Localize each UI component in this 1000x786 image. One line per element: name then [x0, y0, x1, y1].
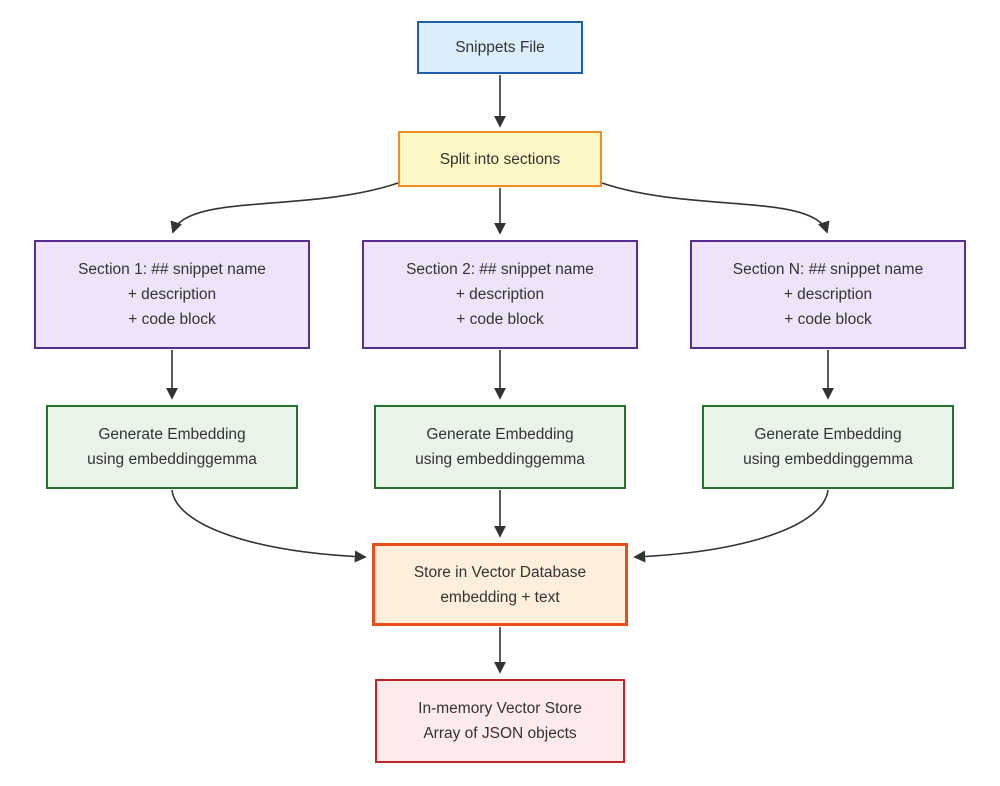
node-section-n-line-2: + description [783, 286, 873, 303]
edge-embed3-to-store [633, 489, 829, 563]
node-section-2: Section 2: ## snippet name + description… [362, 240, 638, 349]
node-memory-line-2: Array of JSON objects [423, 725, 577, 742]
node-section-1-line-3: + code block [128, 311, 216, 328]
node-embed-1-line-2: using embeddinggemma [87, 451, 257, 468]
node-embed-2-line-2: using embeddinggemma [415, 451, 585, 468]
node-generate-embedding-1: Generate Embedding using embeddinggemma [46, 405, 298, 489]
edge-embed1-to-store [171, 489, 367, 563]
node-section-2-line-2: + description [455, 286, 545, 303]
node-embed-2-line-1: Generate Embedding [426, 426, 574, 443]
edge-split-to-sectionN [601, 182, 830, 234]
node-embed-3-line-2: using embeddinggemma [743, 451, 913, 468]
node-store-line-1: Store in Vector Database [413, 563, 587, 581]
node-snippets-file-label: Snippets File [455, 39, 545, 56]
node-section-n-line-1: Section N: ## snippet name [732, 261, 924, 278]
node-section-2-line-3: + code block [456, 311, 544, 328]
node-split-into-sections: Split into sections [398, 131, 602, 187]
node-store-vector-database: Store in Vector Database embedding + tex… [372, 543, 628, 626]
node-generate-embedding-3: Generate Embedding using embeddinggemma [702, 405, 954, 489]
node-embed-3-line-1: Generate Embedding [754, 426, 902, 443]
edge-split-to-section1 [170, 182, 399, 234]
node-snippets-file: Snippets File [417, 21, 583, 74]
node-memory-line-1: In-memory Vector Store [418, 700, 582, 717]
node-section-n: Section N: ## snippet name + description… [690, 240, 966, 349]
node-section-n-line-3: + code block [784, 311, 872, 328]
node-section-1: Section 1: ## snippet name + description… [34, 240, 310, 349]
node-section-1-line-1: Section 1: ## snippet name [78, 261, 266, 278]
node-generate-embedding-2: Generate Embedding using embeddinggemma [374, 405, 626, 489]
node-section-1-line-2: + description [127, 286, 217, 303]
node-in-memory-vector-store: In-memory Vector Store Array of JSON obj… [375, 679, 625, 763]
node-split-label: Split into sections [439, 150, 561, 168]
node-embed-1-line-1: Generate Embedding [98, 426, 246, 443]
node-store-line-2: embedding + text [440, 588, 560, 606]
node-section-2-line-1: Section 2: ## snippet name [406, 261, 594, 278]
